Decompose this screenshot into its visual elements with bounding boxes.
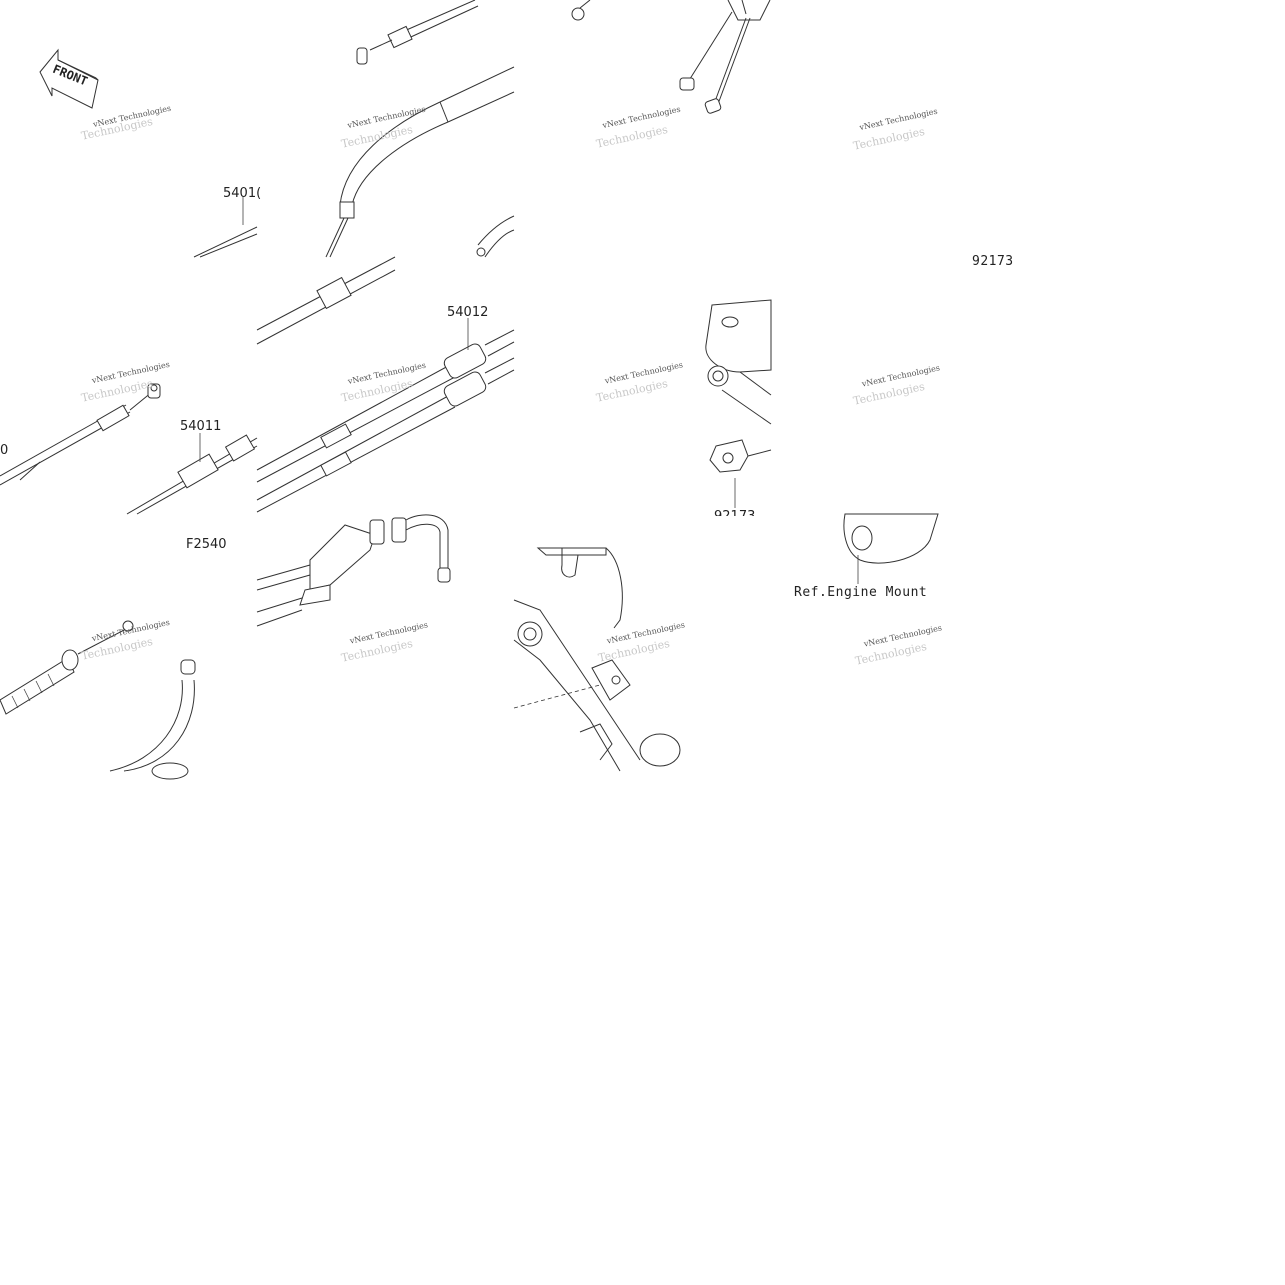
cable-adjuster-left xyxy=(0,383,161,486)
part-label-left-edge: 0 xyxy=(0,443,8,458)
cable-junction xyxy=(256,514,451,627)
watermark: Technologies vNext Technologies xyxy=(340,105,427,151)
cable-54010-fragment xyxy=(193,197,258,258)
dual-cable-ends xyxy=(571,0,771,114)
throttle-cable-end xyxy=(325,0,515,258)
watermark: Technologies vNext Technologies xyxy=(80,104,172,143)
reference-label-engine-mount: Ref.Engine Mount xyxy=(794,585,927,600)
throttle-body-bracket xyxy=(513,547,681,772)
watermark: Technologies vNext Technologies xyxy=(852,363,941,407)
watermark: Technologies vNext Technologies xyxy=(854,623,943,667)
part-label-92173-top: 92173 xyxy=(972,254,1014,269)
watermark: Technologies vNext Technologies xyxy=(340,361,427,405)
watermark-group: Technologies vNext Technologies Technolo… xyxy=(80,104,943,668)
engine-mount-reference xyxy=(843,513,939,584)
watermark: Technologies vNext Technologies xyxy=(595,360,684,404)
watermark: Technologies vNext Technologies xyxy=(595,105,682,151)
twin-cables-54012 xyxy=(256,256,515,513)
svg-text:vNext Technologies: vNext Technologies xyxy=(346,105,427,131)
watermark: Technologies vNext Technologies xyxy=(80,360,171,405)
watermark: Technologies vNext Technologies xyxy=(852,107,939,153)
part-label-54011: 54011 xyxy=(180,419,221,434)
part-label-54010: 5401( xyxy=(223,186,261,201)
front-arrow-icon: FRONT xyxy=(39,48,99,109)
part-label-F2540: F2540 xyxy=(186,537,227,552)
watermark: Technologies vNext Technologies xyxy=(597,620,686,664)
bracket-and-clamp xyxy=(705,299,772,508)
watermark: Technologies vNext Technologies xyxy=(340,620,429,664)
part-label-92173-bottom: 92173 xyxy=(714,509,755,524)
cable-54011 xyxy=(126,433,258,515)
part-label-54012: 54012 xyxy=(447,305,488,320)
svg-text:vNext Technologies: vNext Technologies xyxy=(601,105,682,131)
svg-text:vNext Technologies: vNext Technologies xyxy=(858,107,939,133)
coiled-cable-f2540 xyxy=(0,620,196,780)
